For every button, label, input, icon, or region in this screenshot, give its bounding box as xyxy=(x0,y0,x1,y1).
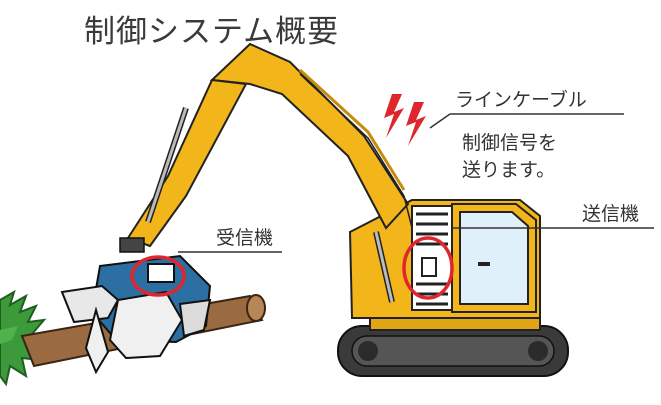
line-cable xyxy=(299,73,413,229)
transmitter-label: 送信機 xyxy=(582,203,640,225)
receiver-label: 受信機 xyxy=(216,227,274,249)
harvester-head xyxy=(60,254,212,375)
cab-body xyxy=(348,199,541,319)
transmitter-unit xyxy=(421,257,437,277)
line-cable-leader xyxy=(429,113,451,129)
boom-arm xyxy=(209,42,410,303)
stick-arm xyxy=(119,78,248,253)
diagram-title: 制御システム概要 xyxy=(84,14,340,50)
receiver-highlight-circle xyxy=(130,255,186,297)
transmitter-highlight-circle xyxy=(402,236,454,300)
signal-description-line2: 送ります。 xyxy=(462,159,556,181)
crawler-tracks xyxy=(337,325,569,377)
lightning-bolt-icon xyxy=(384,94,426,146)
line-cable-label: ラインケーブル xyxy=(455,89,587,111)
signal-description-line1: 制御信号を xyxy=(462,132,558,154)
receiver-unit xyxy=(147,263,175,283)
